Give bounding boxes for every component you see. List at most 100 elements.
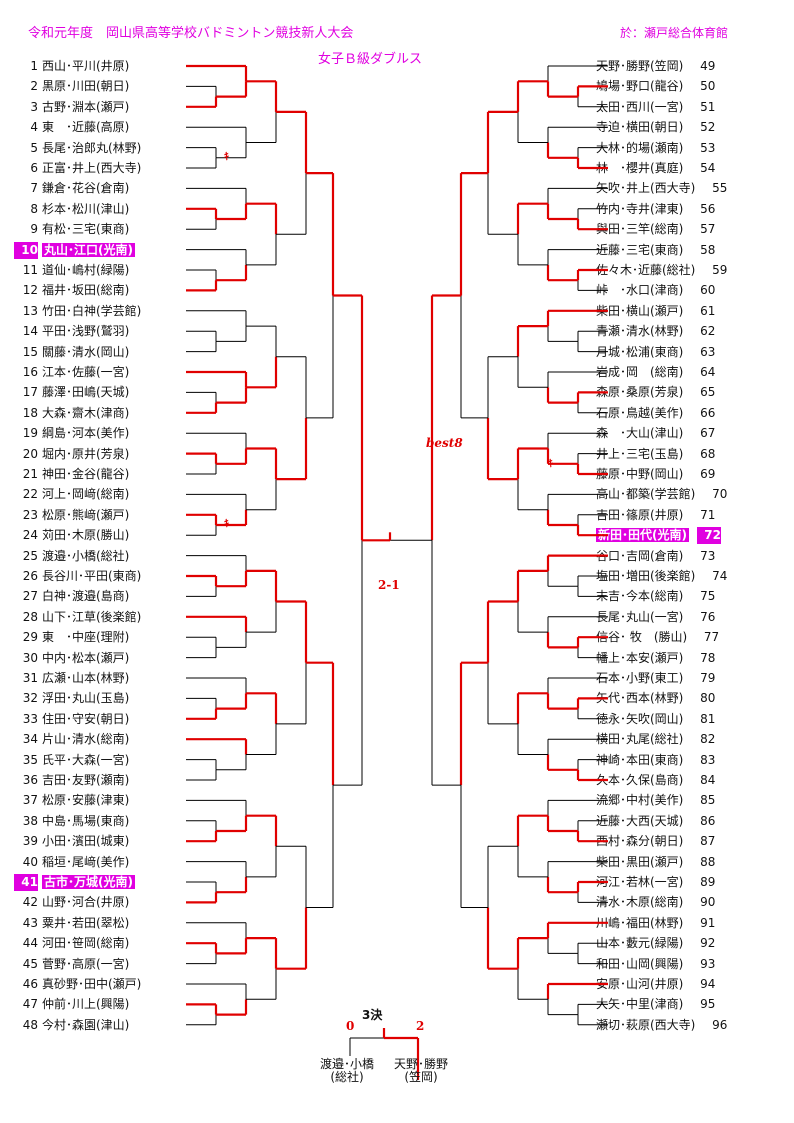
entry-number: 11 <box>22 263 38 277</box>
entry-name: 粟井･若田(翠松) <box>42 915 130 930</box>
entry-name: 和田･山岡(興陽) <box>596 956 684 971</box>
entry-59: 佐々木･近藤(総社)59 <box>596 262 727 279</box>
entry-number: 55 <box>712 181 728 196</box>
entry-number: 71 <box>700 507 716 522</box>
entry-number: 13 <box>22 303 38 318</box>
entry-number: 95 <box>700 997 716 1012</box>
entry-name: 矢吹･井上(西大寺) <box>596 181 696 196</box>
entry-number: 8 <box>30 201 38 216</box>
entry-name: 黒原･川田(朝日) <box>42 79 130 94</box>
entry-name: 與田･三竿(総南) <box>596 222 684 237</box>
third-place-right-team-school: (笠岡) <box>404 1070 438 1084</box>
entry-name: 広瀬･山本(林野) <box>42 671 130 685</box>
entry-name: 長尾･治郎丸(林野) <box>42 140 142 155</box>
forfeit-mark-23: ｷ <box>224 519 229 530</box>
entry-number: 46 <box>22 977 38 991</box>
third-place-left-team: 渡邉･小橋 (総社) <box>312 1058 382 1084</box>
entry-name: 塩田･増田(後楽館) <box>596 569 696 583</box>
final-score: 2-1 <box>378 578 400 592</box>
entry-number: 54 <box>700 161 716 175</box>
entry-number: 91 <box>700 915 716 930</box>
entry-64: 岩成･岡 (総南)64 <box>596 364 715 381</box>
venue-label: 於：瀬戸総合体育館 <box>620 26 729 40</box>
entry-number: 34 <box>22 732 38 747</box>
entry-name: 信谷･ 牧 (勝山) <box>596 630 688 645</box>
forfeit-mark-5: ｷ <box>224 152 229 163</box>
entry-68: 井上･三宅(玉島) 68 <box>596 446 715 463</box>
third-place-left-score: 0 <box>346 1019 355 1033</box>
entry-19: 19 綱島･河本(美作) <box>14 425 130 442</box>
forfeit-mark-68: ｷ <box>548 459 553 470</box>
entry-name: 竹内･寺井(津東) <box>596 201 684 216</box>
third-place-right-team-name: 天野･勝野 <box>393 1057 448 1071</box>
entry-number: 20 <box>22 446 38 461</box>
entry-name: 鳩場･野口(龍谷) <box>596 79 684 94</box>
entry-number: 30 <box>22 650 38 665</box>
entry-name: 井上･三宅(玉島) <box>596 446 684 461</box>
entry-name: 東 ･中座(理附) <box>42 630 130 645</box>
entry-name: 近藤･大西(天城) <box>596 813 684 828</box>
entry-77: 信谷･ 牧 (勝山)77 <box>596 629 719 646</box>
entry-62: 青瀬･清水(林野)62 <box>596 323 715 340</box>
entry-name: 峠 ･水口(津商) <box>596 283 684 298</box>
entry-number: 10 <box>14 241 38 259</box>
entry-number: 25 <box>22 548 38 563</box>
entry-58: 近藤･三宅(東商)58 <box>596 242 715 259</box>
entry-name: 住田･守安(朝日) <box>42 711 130 726</box>
entry-name: 竹田･白神(学芸館) <box>42 303 142 318</box>
entry-name: 寺迫･横田(朝日) <box>596 120 684 135</box>
entry-number: 19 <box>22 426 38 441</box>
entry-name: 大森･齋木(津商) <box>42 405 130 420</box>
entry-66: 石原･鳥越(美作)66 <box>596 405 715 422</box>
entry-number: 96 <box>712 1017 728 1032</box>
entry-61: 柴田･横山(瀬戸)61 <box>596 303 715 320</box>
entry-number: 78 <box>700 650 716 665</box>
entry-name: 太田･西川(一宮) <box>596 99 684 114</box>
entry-name: 天野･勝野(笠岡) <box>596 59 684 73</box>
entry-name: 綱島･河本(美作) <box>42 426 130 441</box>
entry-number: 68 <box>700 446 716 461</box>
entry-number: 1 <box>30 59 38 73</box>
entry-number: 75 <box>700 589 716 604</box>
entry-46: 46 真砂野･田中(瀬戸) <box>14 976 142 993</box>
entry-number: 90 <box>700 895 716 910</box>
entry-number: 40 <box>22 854 38 869</box>
entry-name: 氏平･大森(一宮) <box>42 752 130 767</box>
entry-name: 山野･河合(井原) <box>42 895 130 910</box>
entry-90: 清水･木原(総南)90 <box>596 894 715 911</box>
entry-number: 61 <box>700 303 716 318</box>
entry-number: 16 <box>22 365 38 379</box>
entry-number: 7 <box>30 181 38 196</box>
entry-number: 24 <box>22 528 38 543</box>
entry-number: 32 <box>22 691 38 706</box>
entry-number: 49 <box>700 59 716 73</box>
entry-92: 山本･藪元(緑陽)92 <box>596 935 715 952</box>
entry-number: 53 <box>700 140 716 155</box>
entry-name: 青瀬･清水(林野) <box>596 324 684 339</box>
entry-number: 65 <box>700 385 716 400</box>
entry-number: 29 <box>22 630 38 645</box>
best8-label: best8 <box>426 436 463 450</box>
entry-name: 森 ･大山(津山) <box>596 426 684 441</box>
entry-name: 中島･馬場(東商) <box>42 813 130 828</box>
entry-86: 近藤･大西(天城)86 <box>596 813 715 830</box>
third-place-left-team-name: 渡邉･小橋 <box>319 1057 374 1071</box>
entry-number: 44 <box>22 936 38 951</box>
entry-name: 真砂野･田中(瀬戸) <box>42 977 142 991</box>
entry-number: 26 <box>22 569 38 583</box>
entry-number: 27 <box>22 589 38 604</box>
entry-number: 41 <box>14 874 38 891</box>
